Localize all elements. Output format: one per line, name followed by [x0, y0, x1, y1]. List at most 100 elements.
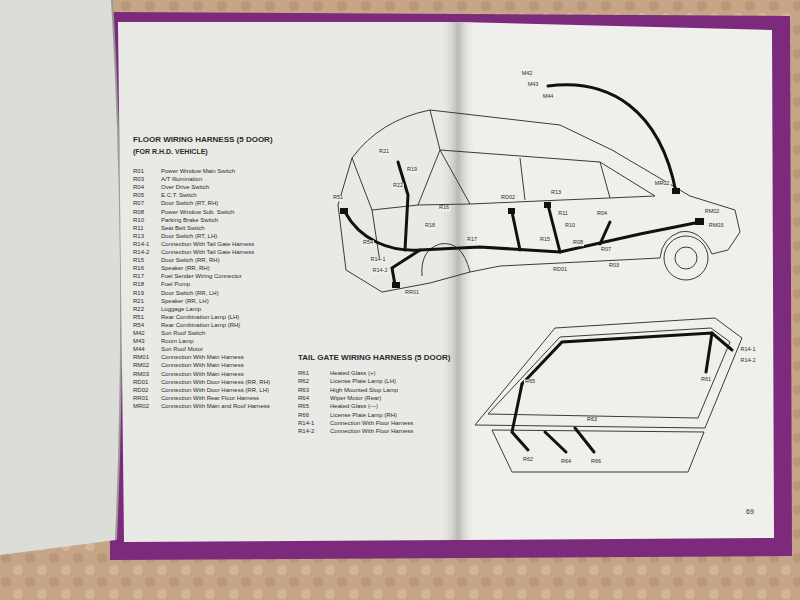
page-number: 69 [746, 508, 754, 515]
connector-code: RM01 [133, 354, 149, 360]
page [458, 22, 774, 540]
connector-code: RM02 [133, 362, 149, 368]
connector [672, 188, 680, 194]
connector-code: R08 [133, 209, 144, 215]
connector [695, 218, 704, 225]
car-body [338, 110, 740, 292]
connector-code: R62 [298, 378, 309, 384]
connector-code: R18 [133, 281, 144, 287]
car-outline [338, 110, 740, 292]
left-page [0, 0, 121, 555]
wheel [664, 236, 708, 280]
connector-code: R63 [298, 387, 309, 393]
callout-number: R16 [438, 205, 450, 211]
harness [345, 212, 700, 252]
connector-description: Power Window Sub. Switch [161, 209, 234, 215]
connector-description: Room Lamp [161, 338, 194, 344]
connector-code: R66 [298, 412, 309, 418]
connector-code: R16 [133, 265, 144, 271]
connector-description: Heated Glass (+) [330, 370, 376, 376]
callout-number: R07 [600, 247, 612, 253]
connector-code: R61 [298, 370, 309, 376]
connector-description: Connection With Main and Roof Harness [161, 403, 270, 409]
connector-code: R04 [133, 184, 144, 190]
car-detail [372, 150, 470, 210]
connector-description: Connection With Rear Floor Harness [161, 395, 259, 401]
harness [512, 384, 594, 452]
connector-description: Heated Glass (—) [330, 403, 378, 409]
page [118, 22, 458, 542]
connector-description: Door Switch (RT, RH) [161, 200, 218, 206]
tailgate-outline [475, 318, 742, 472]
callout-number: R63 [586, 417, 598, 423]
callout-number: R03 [608, 263, 620, 269]
harness [706, 333, 712, 372]
callout-number: RM02 [704, 209, 721, 215]
connector-description: Door Switch (RR, LH) [161, 290, 219, 296]
callout-number: R65 [524, 379, 536, 385]
wiring-harness [345, 85, 700, 285]
connector-description: Parking Brake Switch [161, 217, 218, 223]
connector-description: Speaker (RR, RH) [161, 265, 210, 271]
connector-description: Fuel Pump [161, 281, 190, 287]
callout-number: M42 [521, 71, 534, 77]
connector-code: R01 [133, 168, 144, 174]
connector-description: Connection With Main Harness [161, 362, 244, 368]
connector-code: R10 [133, 217, 144, 223]
connector-description: Door Switch (RT, LH) [161, 233, 217, 239]
connector-description: Connection With Tail Gate Harness [161, 241, 254, 247]
tailgate-glass [488, 328, 730, 418]
callout-number: R66 [590, 459, 602, 465]
connector-description: Connection With Door Harness (RR, LH) [161, 387, 269, 393]
harness [548, 85, 676, 192]
connector-code: R13 [133, 233, 144, 239]
connector-description: High Mounted Stop Lamp [330, 387, 398, 393]
callout-number: R54 [362, 240, 374, 246]
connector-description: Connection With Main Harness [161, 354, 244, 360]
connector-description: Fuel Sender Wiring Connector [161, 273, 242, 279]
connector-code: MR02 [133, 403, 149, 409]
connector-code: R64 [298, 395, 309, 401]
harness [512, 205, 610, 252]
connector [508, 208, 515, 214]
connector-description: Power Window Main Switch [161, 168, 235, 174]
connector-code: R03 [133, 176, 144, 182]
connector [340, 208, 348, 214]
callout-number: R14-2 [740, 358, 757, 364]
heading: TAIL GATE WIRING HARNESS (5 DOOR) [298, 354, 450, 362]
callout-number: R17 [466, 237, 478, 243]
callout-number: RM03 [708, 223, 725, 229]
connector-description: Sun Roof Motor [161, 346, 203, 352]
connector-code: R22 [133, 306, 144, 312]
connector-code: M44 [133, 346, 145, 352]
connector-description: E.C.T. Switch [161, 192, 197, 198]
callout-number: M44 [542, 94, 555, 100]
connector-code: RD01 [133, 379, 148, 385]
connector-code: M43 [133, 338, 145, 344]
connector-description: Connection With Floor Harness [330, 428, 413, 434]
connector-description: Speaker (RR, LH) [161, 298, 209, 304]
connector-description: Seat Belt Switch [161, 225, 205, 231]
connector-code: R11 [133, 225, 144, 231]
callout-number: R62 [522, 457, 534, 463]
callout-number: R18 [424, 223, 436, 229]
callout-number: R51 [332, 195, 344, 201]
connector-description: Connection With Main Harness [161, 371, 244, 377]
connectors [340, 188, 704, 288]
callout-number: R10 [564, 223, 576, 229]
connector-code: R51 [133, 314, 144, 320]
connector-code: M42 [133, 330, 145, 336]
connector-code: R15 [133, 257, 144, 263]
callout-number: R14-1 [740, 347, 757, 353]
callout-number: R19 [406, 167, 418, 173]
connector-description: A/T Illumination [161, 176, 202, 182]
car-detail [352, 110, 655, 262]
subheading: (FOR R.H.D. VEHICLE) [133, 148, 208, 155]
connector-description: Over Drive Switch [161, 184, 209, 190]
connector-description: License Plate Lamp (LH) [330, 378, 396, 384]
connector-description: Connection With Door Harness (RR, RH) [161, 379, 270, 385]
wheel [675, 247, 697, 269]
connector-description: Rear Combination Lamp (LH) [161, 314, 239, 320]
